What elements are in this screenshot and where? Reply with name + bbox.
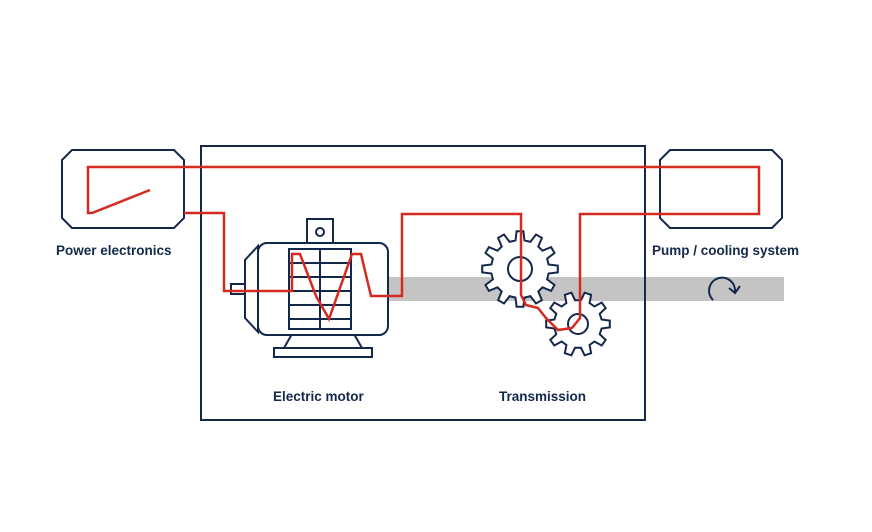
power-electronics-box [61, 149, 185, 229]
pump-cooling-box [659, 149, 783, 229]
coolant-line [86, 165, 761, 332]
rotation-arrow-icon [708, 276, 741, 301]
power-electronics-label: Power electronics [56, 243, 172, 258]
transmission-label: Transmission [499, 389, 587, 404]
gear-small-hub [567, 313, 589, 335]
drivetrain-housing [200, 145, 646, 421]
electric-motor-label: Electric motor [273, 389, 364, 404]
pump-cooling-label: Pump / cooling system [652, 243, 800, 258]
electric-motor-icon [230, 218, 389, 358]
